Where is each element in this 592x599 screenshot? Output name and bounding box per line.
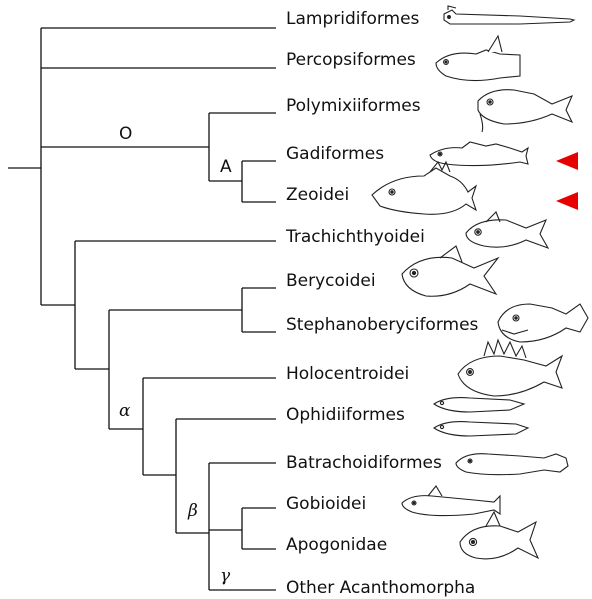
- berycoid-fish-icon: [402, 246, 498, 296]
- gadiform-fish-icon: [430, 142, 528, 166]
- polymixiiform-fish-icon: [478, 90, 572, 132]
- taxon-label-batrachoidiformes: Batrachoidiformes: [286, 453, 442, 473]
- trachichthyoid-fish-icon: [466, 212, 548, 248]
- node-label-o: O: [119, 124, 132, 144]
- taxon-label-gobioidei: Gobioidei: [286, 494, 366, 514]
- lampridiform-fish-icon: [444, 6, 574, 24]
- gobioid-fish-icon: [402, 486, 500, 516]
- node-label-a: A: [220, 157, 232, 177]
- zeoid-fish-icon: [372, 162, 476, 214]
- apogonid-fish-icon: [460, 512, 538, 559]
- node-label-alpha: α: [119, 401, 130, 421]
- gadiformes-marker-icon: [556, 152, 578, 170]
- taxon-label-trachichthyoidei: Trachichthyoidei: [286, 227, 425, 247]
- ophidiiform-fish-icon: [434, 398, 528, 436]
- batrachoidiform-fish-icon: [456, 454, 568, 475]
- taxon-label-polymixiiformes: Polymixiiformes: [286, 96, 421, 116]
- node-label-beta: β: [188, 501, 198, 521]
- taxon-label-percopsiformes: Percopsiformes: [286, 50, 416, 70]
- zeoidei-marker-icon: [556, 192, 578, 210]
- taxon-label-stephanoberyciformes: Stephanoberyciformes: [286, 315, 478, 335]
- percopsiform-fish-icon: [436, 36, 520, 81]
- holocentroid-fish-icon: [458, 340, 562, 396]
- taxon-label-gadiformes: Gadiformes: [286, 144, 384, 164]
- taxon-label-apogonidae: Apogonidae: [286, 535, 387, 555]
- stephanoberyciform-fish-icon: [498, 304, 588, 342]
- taxon-label-berycoidei: Berycoidei: [286, 271, 376, 291]
- taxon-label-other-acanthomorpha: Other Acanthomorpha: [286, 578, 475, 598]
- taxon-label-holocentroidei: Holocentroidei: [286, 364, 409, 384]
- taxon-label-lampridiformes: Lampridiformes: [286, 9, 419, 29]
- taxon-label-zeoidei: Zeoidei: [286, 185, 349, 205]
- node-label-gamma: γ: [220, 566, 230, 586]
- taxon-label-ophidiiformes: Ophidiiformes: [286, 405, 405, 425]
